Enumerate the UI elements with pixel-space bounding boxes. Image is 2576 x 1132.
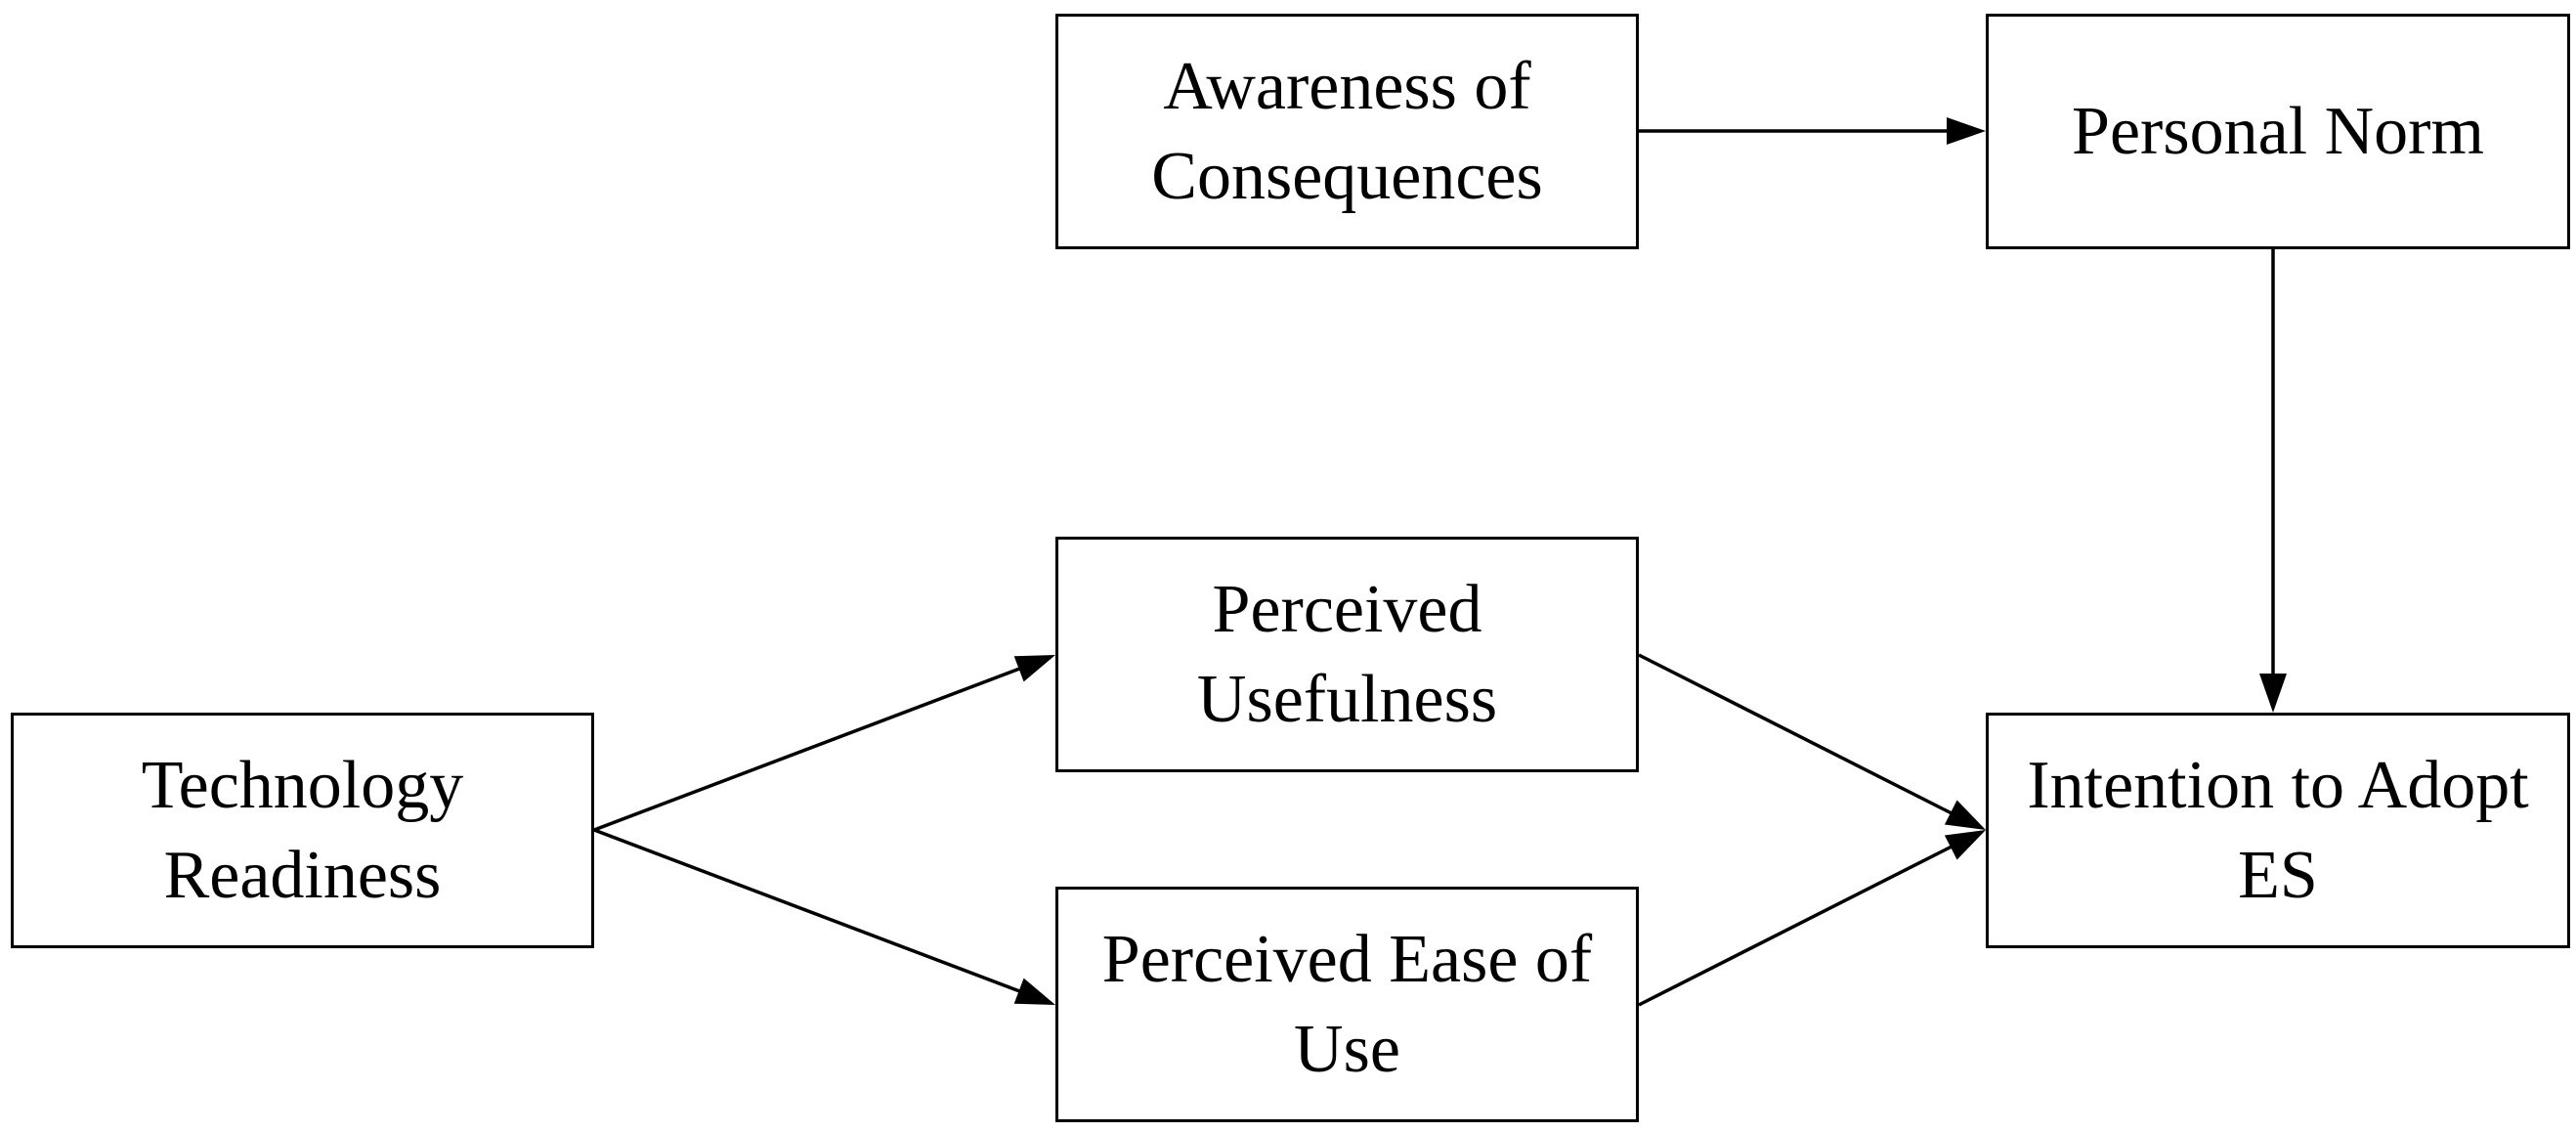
- node-label: Intention to Adopt ES: [2027, 747, 2529, 913]
- node-label: Technology Readiness: [141, 747, 464, 913]
- node-perceived-usefulness: Perceived Usefulness: [1055, 537, 1639, 772]
- arrow-awareness-to-personal-norm: [1639, 117, 1986, 145]
- node-label: Perceived Usefulness: [1196, 571, 1498, 737]
- node-label: Awareness of Consequences: [1151, 48, 1543, 214]
- node-technology-readiness: Technology Readiness: [11, 713, 594, 948]
- node-awareness-of-consequences: Awareness of Consequences: [1055, 14, 1639, 249]
- arrow-usefulness-to-intention: [1638, 653, 1986, 830]
- arrow-readiness-to-ease-of-use: [593, 828, 1055, 1005]
- arrow-ease-of-use-to-intention: [1638, 830, 1986, 1007]
- node-personal-norm: Personal Norm: [1986, 14, 2570, 249]
- arrow-personal-norm-to-intention: [2259, 249, 2287, 713]
- node-label: Personal Norm: [2072, 93, 2484, 169]
- node-intention-to-adopt: Intention to Adopt ES: [1986, 713, 2570, 948]
- node-perceived-ease-of-use: Perceived Ease of Use: [1055, 887, 1639, 1122]
- arrow-readiness-to-usefulness: [593, 655, 1055, 832]
- node-label: Perceived Ease of Use: [1101, 921, 1593, 1087]
